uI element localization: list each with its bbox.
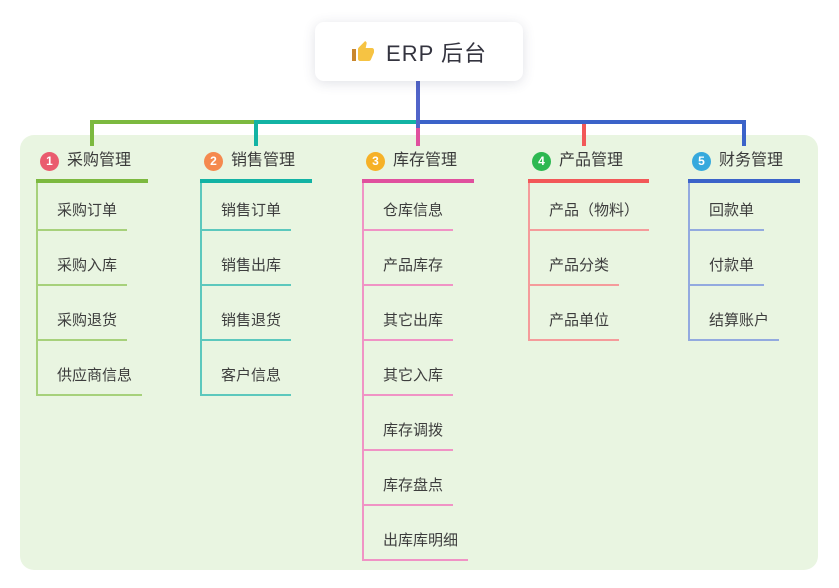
child-node[interactable]: 仓库信息 bbox=[364, 200, 454, 231]
branch-label: 财务管理 bbox=[719, 152, 784, 169]
child-node[interactable]: 销售订单 bbox=[202, 200, 292, 231]
branch-label: 采购管理 bbox=[67, 152, 132, 169]
branch-label: 销售管理 bbox=[231, 152, 296, 169]
child-node[interactable]: 产品库存 bbox=[364, 255, 454, 286]
root-node[interactable]: ERP 后台 bbox=[315, 22, 523, 81]
connector-line bbox=[254, 120, 420, 124]
thumbs-up-icon bbox=[351, 40, 375, 64]
branch-children: 采购订单采购入库采购退货供应商信息 bbox=[36, 183, 148, 396]
branch-label: 产品管理 bbox=[559, 152, 624, 169]
connector-line bbox=[582, 124, 586, 146]
branch-number-badge: 2 bbox=[204, 151, 223, 171]
child-node[interactable]: 供应商信息 bbox=[38, 365, 143, 396]
branch-children: 回款单付款单结算账户 bbox=[688, 183, 800, 341]
branch-number-badge: 4 bbox=[532, 151, 551, 171]
child-node[interactable]: 销售退货 bbox=[202, 310, 292, 341]
child-node[interactable]: 采购订单 bbox=[38, 200, 128, 231]
branch-node-5: 5 财务管理回款单付款单结算账户 bbox=[688, 146, 801, 341]
child-node[interactable]: 采购入库 bbox=[38, 255, 128, 286]
child-node[interactable]: 销售出库 bbox=[202, 255, 292, 286]
branch-number-badge: 1 bbox=[40, 151, 59, 171]
child-node[interactable]: 结算账户 bbox=[690, 310, 780, 341]
child-node[interactable]: 客户信息 bbox=[202, 365, 292, 396]
branch-header-5[interactable]: 5 财务管理 bbox=[688, 146, 801, 183]
branch-children: 销售订单销售出库销售退货客户信息 bbox=[200, 183, 312, 396]
branch-header-2[interactable]: 2 销售管理 bbox=[200, 146, 313, 183]
child-node[interactable]: 产品（物料） bbox=[530, 200, 650, 231]
branch-number-badge: 3 bbox=[366, 151, 385, 171]
branch-header-3[interactable]: 3 库存管理 bbox=[362, 146, 475, 183]
child-node[interactable]: 库存盘点 bbox=[364, 475, 454, 506]
child-node[interactable]: 产品分类 bbox=[530, 255, 620, 286]
branch-children: 产品（物料） 产品分类产品单位 bbox=[528, 183, 650, 341]
child-node[interactable]: 出库库明细 bbox=[364, 530, 469, 561]
child-node[interactable]: 产品单位 bbox=[530, 310, 620, 341]
connector-line bbox=[90, 124, 94, 146]
branch-node-4: 4 产品管理产品（物料） 产品分类产品单位 bbox=[528, 146, 650, 341]
child-node[interactable]: 库存调拨 bbox=[364, 420, 454, 451]
connector-line bbox=[254, 124, 258, 146]
branch-number-badge: 5 bbox=[692, 151, 711, 171]
connector-line bbox=[742, 124, 746, 146]
child-node[interactable]: 其它出库 bbox=[364, 310, 454, 341]
branch-node-2: 2 销售管理销售订单销售出库销售退货客户信息 bbox=[200, 146, 313, 396]
child-node[interactable]: 付款单 bbox=[690, 255, 765, 286]
child-node[interactable]: 采购退货 bbox=[38, 310, 128, 341]
branch-header-4[interactable]: 4 产品管理 bbox=[528, 146, 650, 183]
branch-node-1: 1 采购管理采购订单采购入库采购退货供应商信息 bbox=[36, 146, 149, 396]
branch-node-3: 3 库存管理仓库信息产品库存其它出库其它入库库存调拨库存盘点出库库明细 bbox=[362, 146, 475, 561]
child-node[interactable]: 其它入库 bbox=[364, 365, 454, 396]
branch-header-1[interactable]: 1 采购管理 bbox=[36, 146, 149, 183]
child-node[interactable]: 回款单 bbox=[690, 200, 765, 231]
root-title: ERP 后台 bbox=[386, 40, 487, 66]
branch-label: 库存管理 bbox=[393, 152, 458, 169]
connector-line bbox=[416, 120, 746, 124]
connector-line bbox=[416, 124, 420, 146]
connector-line bbox=[416, 81, 420, 128]
branches-panel bbox=[20, 135, 818, 570]
branch-children: 仓库信息产品库存其它出库其它入库库存调拨库存盘点出库库明细 bbox=[362, 183, 474, 561]
